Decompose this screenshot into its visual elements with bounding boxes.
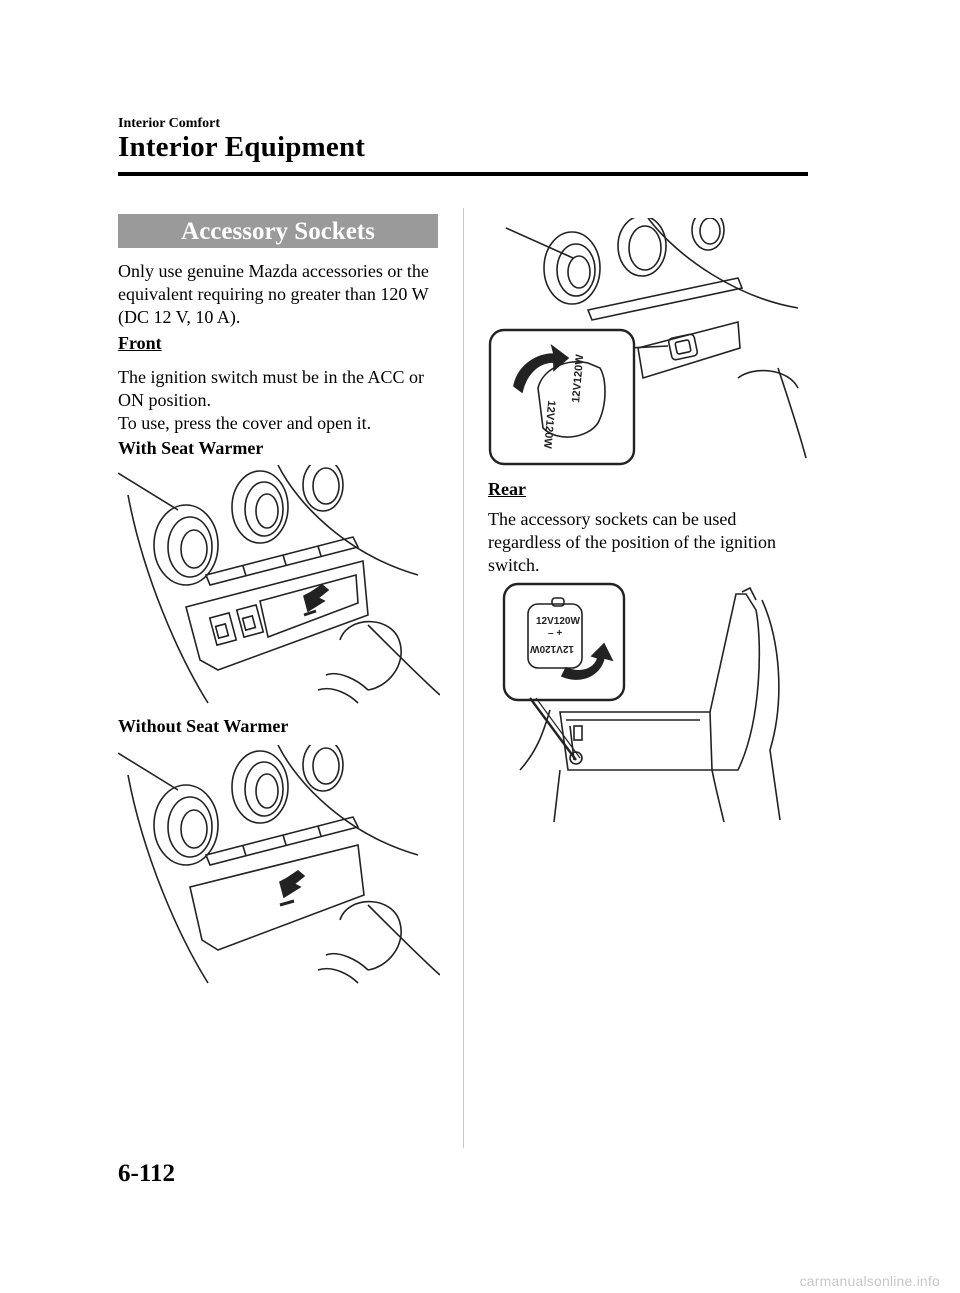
- rear-cover-rating-label: 12V120W: [536, 616, 580, 627]
- section-label: Interior Comfort: [118, 116, 220, 131]
- console-with-seat-warmer-illustration: [118, 465, 440, 705]
- cover-rating-label: 12V120W: [541, 400, 557, 450]
- front-socket-detail-illustration: 12V120W 12V120W: [488, 218, 808, 468]
- rear-socket-illustration: 12V120W – + 12V120W: [500, 580, 800, 822]
- front-paragraph-2: To use, press the cover and open it.: [118, 413, 372, 433]
- open-socket-icon: [667, 333, 699, 361]
- left-vent-icon: [153, 504, 219, 586]
- center-vent-icon: [231, 750, 289, 824]
- svg-text:– +: – +: [548, 628, 562, 639]
- seat-warmer-switch-icon: [208, 611, 238, 647]
- open-arrow-icon: [513, 344, 570, 394]
- center-vent-icon: [231, 470, 289, 544]
- rear-heading: Rear: [488, 479, 526, 499]
- with-seat-warmer-caption: With Seat Warmer: [118, 438, 264, 458]
- right-vent-icon: [302, 465, 344, 512]
- without-seat-warmer-caption: Without Seat Warmer: [118, 716, 289, 736]
- press-arrow-icon: [279, 870, 306, 899]
- left-vent-icon: [543, 231, 601, 305]
- front-paragraph-1: The ignition switch must be in the ACC o…: [118, 367, 424, 410]
- right-vent-icon: [691, 218, 725, 251]
- press-arrow-icon: [303, 584, 330, 613]
- seat-warmer-switch-icon: [235, 603, 265, 639]
- rear-paragraph: The accessory sockets can be used regard…: [488, 509, 776, 575]
- rear-cover-rating-label-rotated: 12V120W: [530, 643, 574, 654]
- socket-cover-icon: [189, 844, 365, 951]
- section-heading: Accessory Sockets: [118, 214, 438, 248]
- intro-paragraph: Only use genuine Mazda accessories or th…: [118, 261, 429, 327]
- console-without-seat-warmer-illustration: [118, 745, 440, 985]
- center-vent-icon: [617, 218, 667, 277]
- callout-box: [488, 328, 636, 466]
- right-vent-icon: [302, 745, 344, 792]
- left-vent-icon: [153, 784, 219, 866]
- watermark: carmanualsonline.info: [799, 1273, 940, 1289]
- socket-cover-icon: 12V120W – + 12V120W: [527, 597, 583, 669]
- front-heading: Front: [118, 333, 162, 353]
- column-divider: [463, 208, 464, 1148]
- socket-cover-icon: [259, 573, 359, 639]
- header-rule: [118, 172, 808, 176]
- cover-rating-label-rotated: 12V120W: [570, 353, 586, 403]
- rear-socket-icon: [569, 725, 583, 765]
- chapter-title: Interior Equipment: [118, 131, 366, 163]
- page-number: 6-112: [118, 1160, 175, 1187]
- open-arrow-icon: [560, 642, 614, 680]
